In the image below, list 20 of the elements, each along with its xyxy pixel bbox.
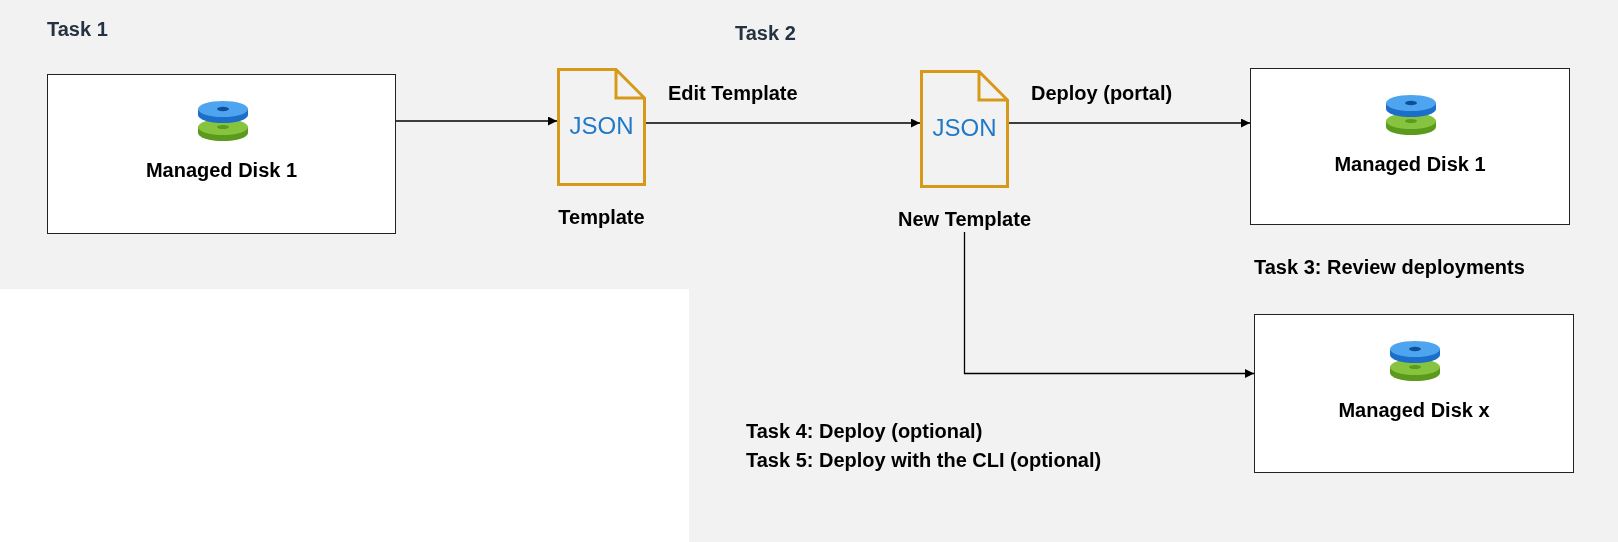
arrow bbox=[1008, 118, 1251, 128]
disk-label: Managed Disk 1 bbox=[1333, 153, 1487, 176]
document-format-text: JSON bbox=[931, 114, 998, 142]
disk-label: Managed Disk x bbox=[1337, 399, 1491, 422]
arrow bbox=[963, 231, 1255, 378]
arrow bbox=[645, 118, 921, 128]
task-note: Task 5: Deploy with the CLI (optional) bbox=[746, 449, 1102, 472]
document-caption: New Template bbox=[897, 208, 1032, 231]
task-note: Task 4: Deploy (optional) bbox=[746, 420, 983, 443]
disk-label: Managed Disk 1 bbox=[144, 159, 299, 182]
document-caption: Template bbox=[557, 206, 646, 229]
arrow bbox=[395, 116, 558, 126]
panel-heading: Task 1 bbox=[47, 18, 108, 41]
edge-label: Deploy (portal) bbox=[1029, 82, 1175, 105]
document-format-text: JSON bbox=[568, 112, 635, 140]
panel-heading: Task 2 bbox=[735, 22, 796, 45]
task-note: Task 3: Review deployments bbox=[1254, 256, 1525, 279]
edge-label: Edit Template bbox=[666, 82, 800, 105]
json-document-icon bbox=[920, 70, 1009, 188]
json-document-icon bbox=[557, 68, 646, 186]
